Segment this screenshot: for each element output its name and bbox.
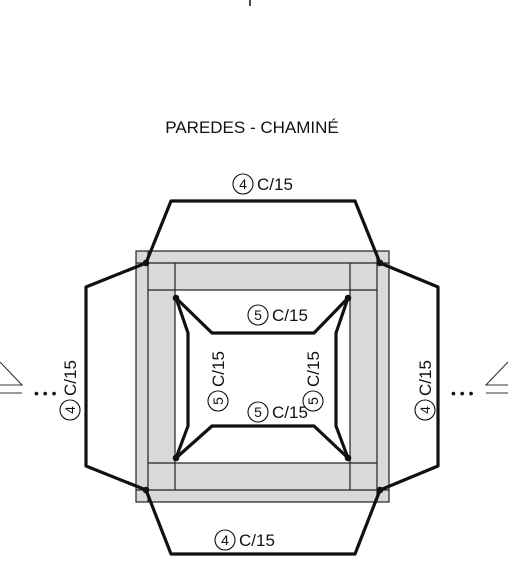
rebar-dot [344, 294, 352, 302]
bar-mark-circle [207, 390, 229, 412]
rebar-dot [142, 486, 150, 494]
bar-mark-number: 4 [239, 176, 247, 192]
bar-mark-number: 4 [221, 532, 229, 548]
rebar-dots [142, 259, 384, 494]
mark-outer-bottom: 4 C/15 [214, 529, 275, 551]
bar-spacing-label: C/15 [257, 175, 293, 194]
inner-bar-bottom [174, 424, 350, 460]
bar-mark-number: 4 [417, 406, 433, 414]
bar-mark-circle [214, 529, 236, 551]
section-cut-left: • • • [0, 361, 57, 401]
bar-spacing-label: C/15 [272, 403, 308, 422]
section-cut-dots-left: • • • [34, 385, 57, 401]
rebar-dot [344, 454, 352, 462]
mark-inner-right: 5 C/15 [302, 351, 324, 412]
outer-bar-right [378, 261, 440, 492]
section-arrow-left [0, 361, 24, 386]
inner-bar-top [174, 296, 350, 335]
bar-mark-number: 4 [62, 406, 78, 414]
bar-spacing-label: C/15 [416, 360, 435, 396]
bar-mark-circle [232, 173, 254, 195]
bar-mark-circle [414, 399, 436, 421]
bar-spacing-label: C/15 [209, 351, 228, 387]
bar-mark-circle [247, 401, 269, 423]
inner-rebars [174, 296, 350, 460]
rebar-dot [142, 259, 150, 267]
bar-spacing-label: C/15 [272, 306, 308, 325]
section-arrow-right [484, 361, 508, 386]
section-cut-dots-right: • • • [451, 385, 474, 401]
outer-rebars [84, 199, 440, 556]
bar-mark-circle [59, 399, 81, 421]
bar-mark-number: 5 [305, 397, 321, 405]
outer-bar-bottom [144, 488, 382, 556]
rebar-dot [172, 294, 180, 302]
bar-mark-circle [302, 390, 324, 412]
inner-bar-left [174, 296, 190, 460]
mark-inner-bottom: 5 C/15 [247, 401, 308, 423]
bar-mark-number: 5 [254, 404, 262, 420]
inner-bar-right [334, 296, 350, 460]
outer-bar-left [84, 261, 148, 492]
wall-section [135, 250, 390, 503]
mark-inner-top: 5 C/15 [247, 304, 308, 326]
bar-spacing-label: C/15 [304, 351, 323, 387]
drawing-title: PAREDES - CHAMINÉ [165, 118, 339, 137]
bar-mark-number: 5 [254, 307, 262, 323]
section-cut-right: • • • [451, 361, 508, 401]
rebar-dot [172, 454, 180, 462]
rebar-dot [376, 486, 384, 494]
bar-mark-circle [247, 304, 269, 326]
bar-spacing-label: C/15 [239, 531, 275, 550]
mark-inner-left: 5 C/15 [207, 351, 229, 412]
rebar-dot [376, 259, 384, 267]
mark-outer-top: 4 C/15 [232, 173, 293, 195]
mark-outer-left: 4 C/15 [59, 360, 81, 421]
outer-bar-top [144, 199, 382, 265]
bar-mark-number: 5 [210, 397, 226, 405]
mark-outer-right: 4 C/15 [414, 360, 436, 421]
bar-spacing-label: C/15 [61, 360, 80, 396]
